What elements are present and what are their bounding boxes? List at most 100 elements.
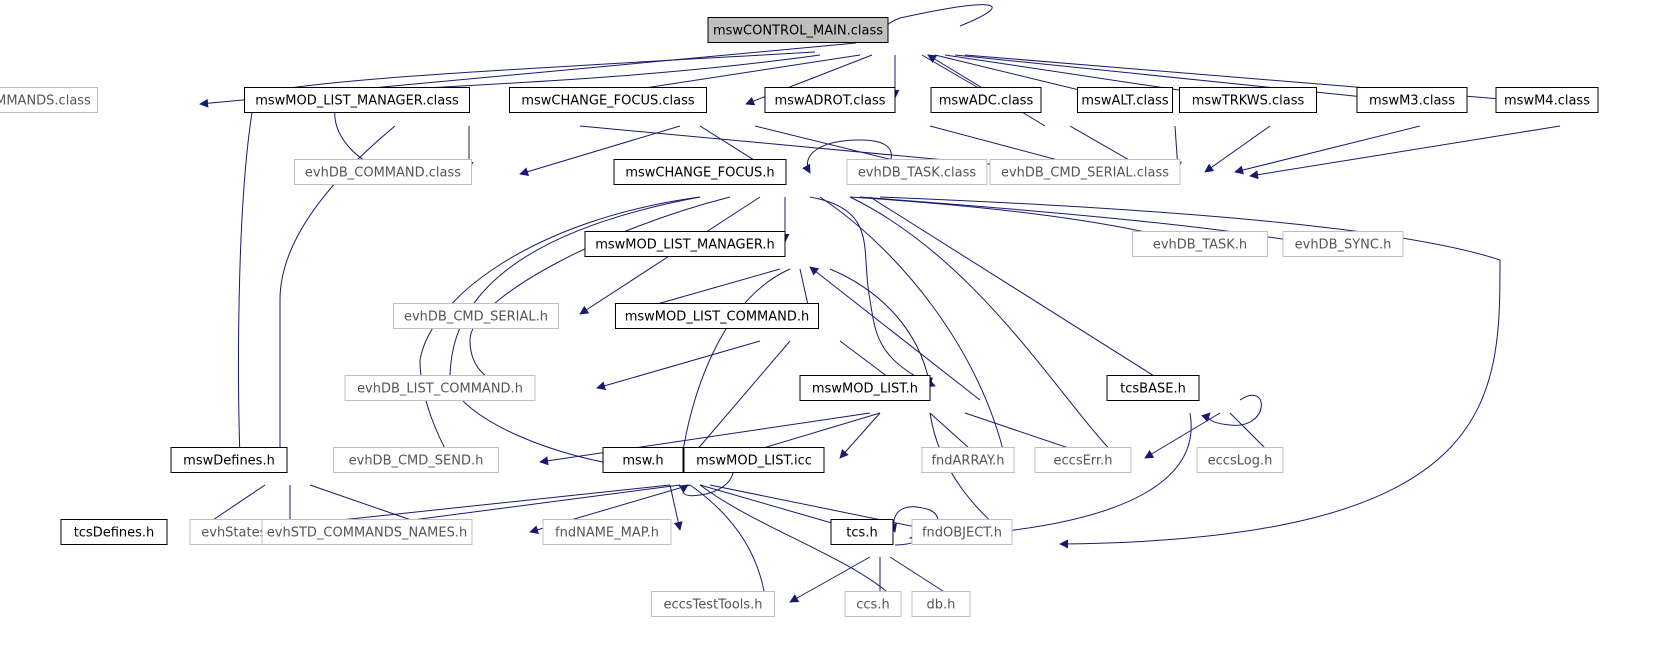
graph-node[interactable]: mswTRKWS.class <box>1179 87 1317 113</box>
graph-node[interactable]: evhDB_CMD_SERIAL.class <box>989 159 1181 185</box>
node-label: evhDB_LIST_COMMAND.h <box>357 382 523 397</box>
node-box <box>1495 87 1599 113</box>
node-box <box>170 447 288 473</box>
graph-node[interactable]: fndNAME_MAP.h <box>542 519 672 545</box>
node-label: eccsLog.h <box>1208 454 1273 469</box>
node-label: evhSTD_COMMANDS.class <box>0 94 91 109</box>
node-label: mswM3.class <box>1369 94 1455 109</box>
graph-node[interactable]: mswDefines.h <box>170 447 288 473</box>
dependency-arrow <box>829 268 934 387</box>
graph-node[interactable]: evhSTD_COMMANDS.class <box>0 87 98 113</box>
node-box <box>0 87 98 113</box>
graph-node[interactable]: evhDB_SYNC.h <box>1282 231 1404 257</box>
graph-node[interactable]: mswMOD_LIST.icc <box>683 447 825 473</box>
edge-line <box>678 268 791 459</box>
graph-node[interactable]: mswCONTROL_MAIN.class <box>707 17 889 43</box>
graph-node[interactable]: evhSTD_COMMANDS_NAMES.h <box>261 519 473 545</box>
edge-line <box>819 196 1008 459</box>
node-box <box>1106 375 1200 401</box>
node-label: evhDB_CMD_SEND.h <box>349 454 484 469</box>
graph-node[interactable]: tcsBASE.h <box>1106 375 1200 401</box>
graph-node[interactable]: evhDB_LIST_COMMAND.h <box>344 375 536 401</box>
graph-node[interactable]: mswCHANGE_FOCUS.class <box>509 87 707 113</box>
node-box <box>683 447 825 473</box>
graph-node[interactable]: mswALT.class <box>1077 87 1173 113</box>
node-box <box>344 375 536 401</box>
edge-line <box>869 196 1171 387</box>
node-label: evhDB_SYNC.h <box>1295 238 1392 253</box>
dependency-arrow <box>669 484 683 531</box>
graph-node[interactable]: mswMOD_LIST.h <box>799 375 931 401</box>
node-box <box>911 591 971 617</box>
edge-line <box>1201 394 1262 426</box>
graph-node[interactable]: evhDB_CMD_SERIAL.h <box>393 303 559 329</box>
edge-line <box>669 484 683 531</box>
node-box <box>613 159 787 185</box>
graph-node[interactable]: mswMOD_LIST_COMMAND.h <box>615 303 819 329</box>
graph-node[interactable]: evhDB_TASK.h <box>1132 231 1268 257</box>
dependency-arrow <box>1201 394 1262 426</box>
dependency-arrow <box>1234 125 1421 175</box>
graph-node[interactable]: mswADROT.class <box>764 87 896 113</box>
node-box <box>509 87 707 113</box>
edge-line <box>879 196 1501 549</box>
edge-line <box>699 484 901 605</box>
graph-node[interactable]: mswM4.class <box>1495 87 1599 113</box>
graph-node[interactable]: mswMOD_LIST_MANAGER.class <box>244 87 470 113</box>
node-label: mswALT.class <box>1081 94 1168 109</box>
node-label: msw.h <box>622 454 663 469</box>
dependency-arrow <box>689 340 791 459</box>
graph-node[interactable]: evhDB_CMD_SEND.h <box>333 447 499 473</box>
graph-node[interactable]: fndARRAY.h <box>921 447 1015 473</box>
graph-node[interactable]: mswCHANGE_FOCUS.h <box>613 159 787 185</box>
graph-node[interactable]: db.h <box>911 591 971 617</box>
dependency-arrow <box>809 196 936 387</box>
node-box <box>1282 231 1404 257</box>
graph-node[interactable]: msw.h <box>602 447 684 473</box>
graph-node[interactable]: mswADC.class <box>930 87 1042 113</box>
dependency-nodes: mswCONTROL_MAIN.class evhSTD_COMMANDS.cla… <box>0 17 1599 617</box>
edge-line <box>849 196 1119 459</box>
graph-node[interactable]: evhDB_COMMAND.class <box>294 159 472 185</box>
graph-node[interactable]: eccsTestTools.h <box>651 591 775 617</box>
node-box <box>1196 447 1284 473</box>
node-label: evhDB_TASK.h <box>1153 238 1247 253</box>
edge-line <box>689 484 770 603</box>
node-label: mswCHANGE_FOCUS.class <box>521 94 695 109</box>
node-box <box>764 87 896 113</box>
edge-line <box>689 340 791 459</box>
node-label: ccs.h <box>856 598 889 613</box>
graph-node[interactable]: fndOBJECT.h <box>911 519 1013 545</box>
node-label: db.h <box>927 598 956 613</box>
node-box <box>911 519 1013 545</box>
edge-line <box>809 266 981 401</box>
node-box <box>1034 447 1132 473</box>
graph-node[interactable]: mswM3.class <box>1356 87 1468 113</box>
edge-line <box>954 54 1433 108</box>
edge-line <box>1204 125 1271 173</box>
edge-line <box>878 4 993 31</box>
dependency-arrow <box>879 196 1501 549</box>
graph-node[interactable]: evhDB_TASK.class <box>846 159 988 185</box>
graph-node[interactable]: tcs.h <box>830 519 894 545</box>
dependency-arrow <box>699 484 901 605</box>
graph-node[interactable]: mswMOD_LIST_MANAGER.h <box>584 231 786 257</box>
node-box <box>60 519 168 545</box>
node-label: evhDB_COMMAND.class <box>305 166 461 181</box>
node-box <box>1179 87 1317 113</box>
graph-node[interactable]: eccsErr.h <box>1034 447 1132 473</box>
dependency-arrow <box>789 556 871 603</box>
node-label: eccsErr.h <box>1054 454 1113 469</box>
graph-node[interactable]: ccs.h <box>844 591 902 617</box>
edge-line <box>839 412 881 459</box>
dependency-arrow <box>954 54 1433 108</box>
edge-line <box>1234 125 1421 175</box>
graph-node[interactable]: tcsDefines.h <box>60 519 168 545</box>
node-label: fndOBJECT.h <box>922 526 1002 541</box>
graph-node[interactable]: eccsLog.h <box>1196 447 1284 473</box>
node-box <box>615 303 819 329</box>
dependency-arrow <box>819 196 1008 459</box>
dependency-arrow <box>869 196 1171 387</box>
node-box <box>602 447 684 473</box>
